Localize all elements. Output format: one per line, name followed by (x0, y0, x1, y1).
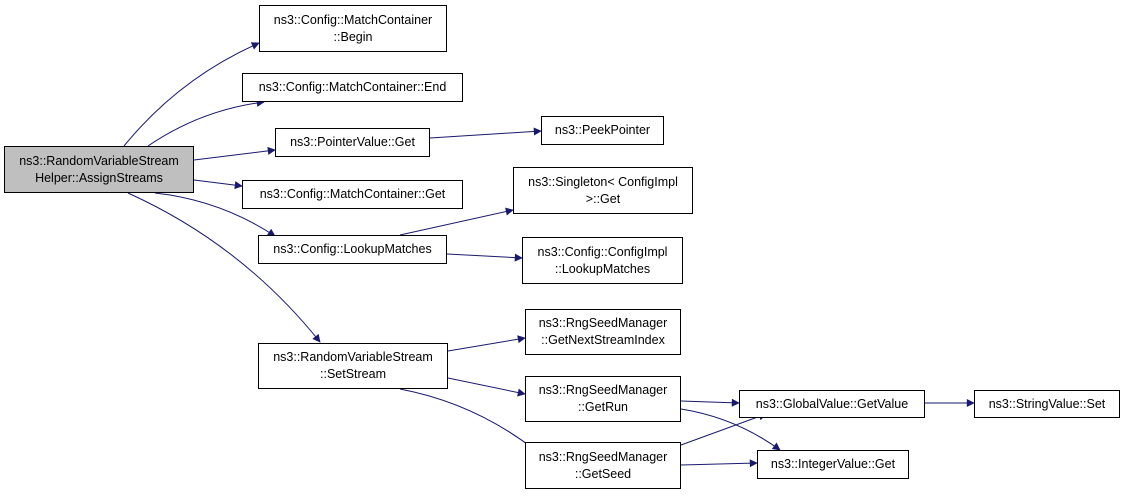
node-setstream[interactable]: ns3::RandomVariableStream::SetStream (258, 343, 448, 389)
node-label-line: ns3::IntegerValue::Get (770, 457, 896, 471)
edge-pv_get-to-peek (429, 127, 542, 139)
node-label-line: ns3::RngSeedManager (538, 449, 668, 464)
node-label-line: ns3::Config::ConfigImpl (537, 244, 668, 259)
node-getseed[interactable]: ns3::RngSeedManager::GetSeed (525, 442, 681, 489)
node-label-line: ns3::RandomVariableStream (273, 350, 433, 364)
edge-root-to-setstream (127, 192, 321, 343)
node-gv-getvalue[interactable]: ns3::GlobalValue::GetValue (739, 390, 925, 418)
node-next-idx[interactable]: ns3::RngSeedManager::GetNextStreamIndex (525, 309, 681, 355)
node-label-line: ns3::Config::MatchContainer (273, 12, 433, 27)
node-sv-set[interactable]: ns3::StringValue::Set (974, 390, 1120, 418)
node-iv-get[interactable]: ns3::IntegerValue::Get (757, 450, 909, 479)
node-label-line: ns3::Config::MatchContainer::Get (259, 187, 446, 201)
edge-root-to-lookup (154, 192, 276, 237)
edge-root-to-mc_get (193, 179, 243, 190)
edge-setstream-to-getseed (399, 388, 536, 451)
node-lookup[interactable]: ns3::Config::LookupMatches (258, 235, 447, 264)
edge-root-to-pv_get (193, 146, 276, 161)
node-label-line: ::LookupMatches (554, 261, 651, 276)
node-mc-get[interactable]: ns3::Config::MatchContainer::Get (242, 180, 463, 209)
edge-setstream-to-next_idx (447, 335, 526, 352)
node-label-line: ns3::RandomVariableStream (19, 153, 179, 168)
node-label-line: ns3::Config::MatchContainer::End (258, 80, 447, 94)
node-label-line: ::GetSeed (574, 466, 632, 481)
node-label-line: ::SetStream (320, 367, 386, 381)
node-getrun[interactable]: ns3::RngSeedManager::GetRun (525, 376, 681, 422)
edge-getrun-to-iv_get (680, 408, 781, 451)
node-label-line: ns3::GlobalValue::GetValue (755, 396, 909, 411)
node-pv-get[interactable]: ns3::PointerValue::Get (275, 128, 430, 157)
node-label-line: ns3::PeekPointer (554, 123, 651, 137)
node-label-line: ns3::Config::LookupMatches (273, 242, 432, 256)
node-label-line: ns3::PointerValue::Get (290, 135, 415, 149)
edge-lookup-to-singleton (399, 207, 514, 236)
node-singleton[interactable]: ns3::Singleton< ConfigImpl>::Get (513, 167, 693, 214)
edge-getseed-to-gv_getvalue (680, 412, 767, 446)
edge-setstream-to-getrun (447, 377, 526, 397)
edge-root-to-mc_begin (123, 42, 260, 147)
node-impl-lookup[interactable]: ns3::Config::ConfigImpl::LookupMatches (522, 237, 683, 284)
node-label-line: ::Begin (333, 29, 373, 44)
node-label-line: ns3::RngSeedManager (538, 316, 668, 330)
node-label-line: ns3::Singleton< ConfigImpl (528, 174, 678, 189)
node-mc-begin[interactable]: ns3::Config::MatchContainer::Begin (259, 5, 447, 52)
edge-root-to-mc_end (147, 98, 265, 147)
node-label-line: ::GetRun (577, 400, 629, 414)
edge-getrun-to-gv_getvalue (680, 398, 740, 407)
edge-lookup-to-impl_lookup (446, 253, 523, 262)
edge-getseed-to-iv_get (680, 459, 758, 468)
node-mc-end[interactable]: ns3::Config::MatchContainer::End (242, 73, 463, 102)
node-label-line: ::GetNextStreamIndex (541, 333, 665, 347)
node-label-line: >::Get (585, 191, 621, 206)
node-label-line: Helper::AssignStreams (35, 170, 163, 185)
node-label-line: ns3::RngSeedManager (538, 383, 668, 397)
node-peek[interactable]: ns3::PeekPointer (541, 116, 664, 145)
node-label-line: ns3::StringValue::Set (988, 396, 1106, 411)
